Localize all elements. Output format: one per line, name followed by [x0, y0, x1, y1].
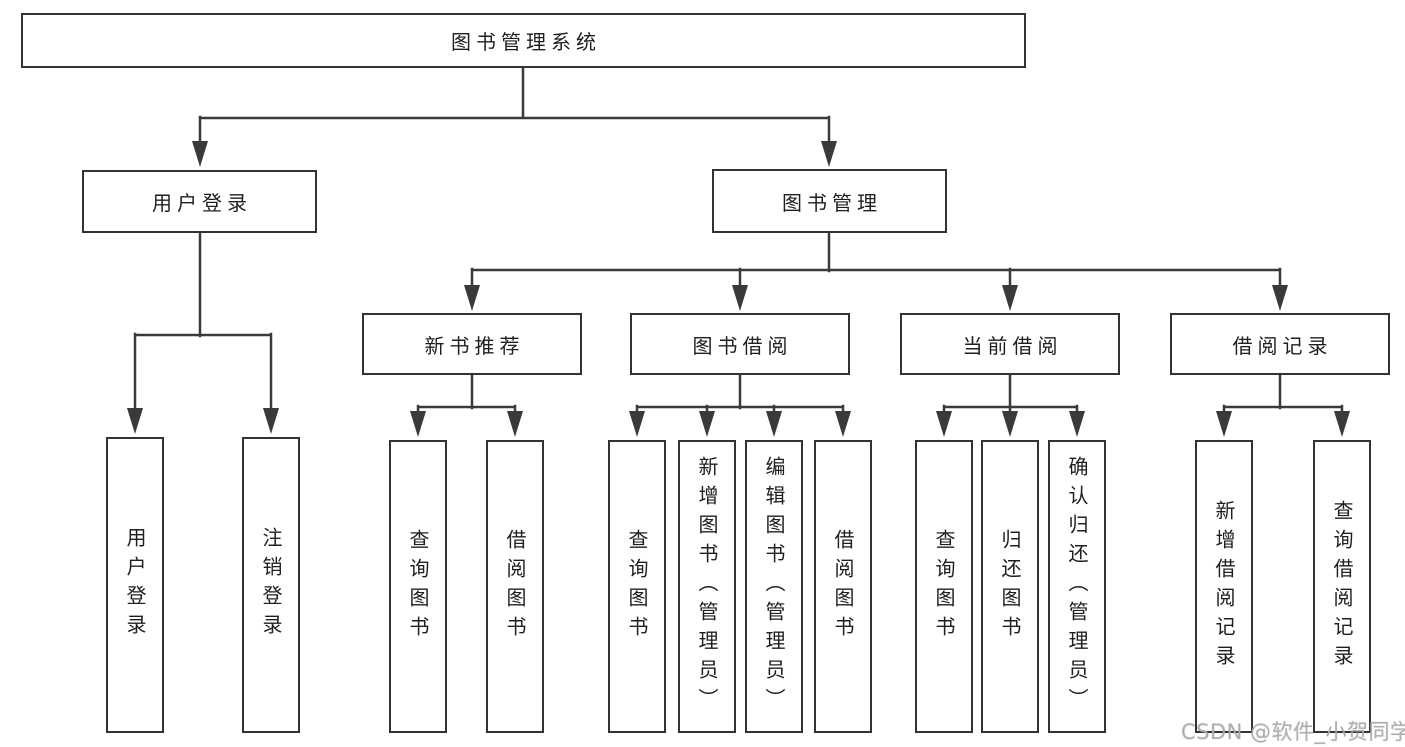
node-borrow-books-recommend: 借阅图书: [486, 440, 544, 733]
node-confirm-return-admin: 确认归还（管理员）: [1048, 440, 1106, 733]
node-query-borrow-record-label: 查询借阅记录: [1330, 499, 1354, 674]
node-add-borrow-record: 新增借阅记录: [1195, 440, 1253, 733]
edge-group-recommend: [416, 373, 517, 420]
node-query-books-borrowing-label: 查询图书: [625, 528, 649, 645]
node-current-borrowing-label: 当前借阅: [962, 333, 1063, 358]
node-borrow-books-borrowing: 借阅图书: [814, 440, 872, 733]
node-logout-leaf: 注销登录: [242, 437, 300, 733]
edge-management-branch: [470, 231, 1282, 294]
arrowheads: [127, 141, 1350, 437]
node-query-books-current-label: 查询图书: [932, 528, 956, 645]
node-user-login-branch-label: 用户登录: [152, 191, 252, 215]
edge-root: [198, 65, 831, 150]
connector-paths: [133, 65, 1344, 420]
node-logout-leaf-label: 注销登录: [259, 527, 283, 643]
node-book-management-branch: 图书管理: [712, 169, 947, 233]
node-query-borrow-record: 查询借阅记录: [1313, 440, 1371, 733]
node-return-books: 归还图书: [981, 440, 1039, 733]
node-book-borrowing-label: 图书借阅: [692, 333, 793, 358]
csdn-watermark: CSDN @软件_小贺同学: [1181, 720, 1405, 744]
node-return-books-label: 归还图书: [998, 528, 1022, 645]
node-current-borrowing: 当前借阅: [900, 313, 1120, 375]
edge-group-borrowing: [635, 373, 845, 420]
node-edit-books-admin: 编辑图书（管理员）: [745, 440, 803, 733]
node-new-book-recommend: 新书推荐: [362, 313, 582, 375]
node-borrow-books-recommend-label: 借阅图书: [503, 528, 527, 645]
node-borrowing-records: 借阅记录: [1170, 313, 1390, 375]
edge-login-branch: [133, 231, 273, 417]
node-book-management-branch-label: 图书管理: [782, 190, 882, 215]
node-add-books-admin: 新增图书（管理员）: [678, 440, 736, 733]
node-borrow-books-borrowing-label: 借阅图书: [831, 528, 855, 645]
node-user-login-leaf-label: 用户登录: [123, 527, 147, 643]
node-root-label: 图书管理系统: [451, 30, 601, 54]
edge-group-records: [1222, 373, 1344, 420]
node-borrowing-records-label: 借阅记录: [1232, 333, 1333, 358]
node-user-login-branch: 用户登录: [82, 170, 317, 233]
node-new-book-recommend-label: 新书推荐: [424, 333, 525, 358]
node-query-books-current: 查询图书: [915, 440, 973, 733]
node-root: 图书管理系统: [21, 13, 1026, 68]
node-add-borrow-record-label: 新增借阅记录: [1212, 499, 1236, 674]
node-query-books-borrowing: 查询图书: [608, 440, 666, 733]
node-confirm-return-admin-label: 确认归还（管理员）: [1065, 456, 1089, 717]
node-book-borrowing: 图书借阅: [630, 313, 850, 375]
node-query-books-recommend: 查询图书: [389, 440, 447, 733]
node-edit-books-admin-label: 编辑图书（管理员）: [762, 456, 786, 717]
node-user-login-leaf: 用户登录: [106, 437, 164, 733]
node-add-books-admin-label: 新增图书（管理员）: [695, 456, 719, 717]
node-query-books-recommend-label: 查询图书: [406, 528, 430, 645]
